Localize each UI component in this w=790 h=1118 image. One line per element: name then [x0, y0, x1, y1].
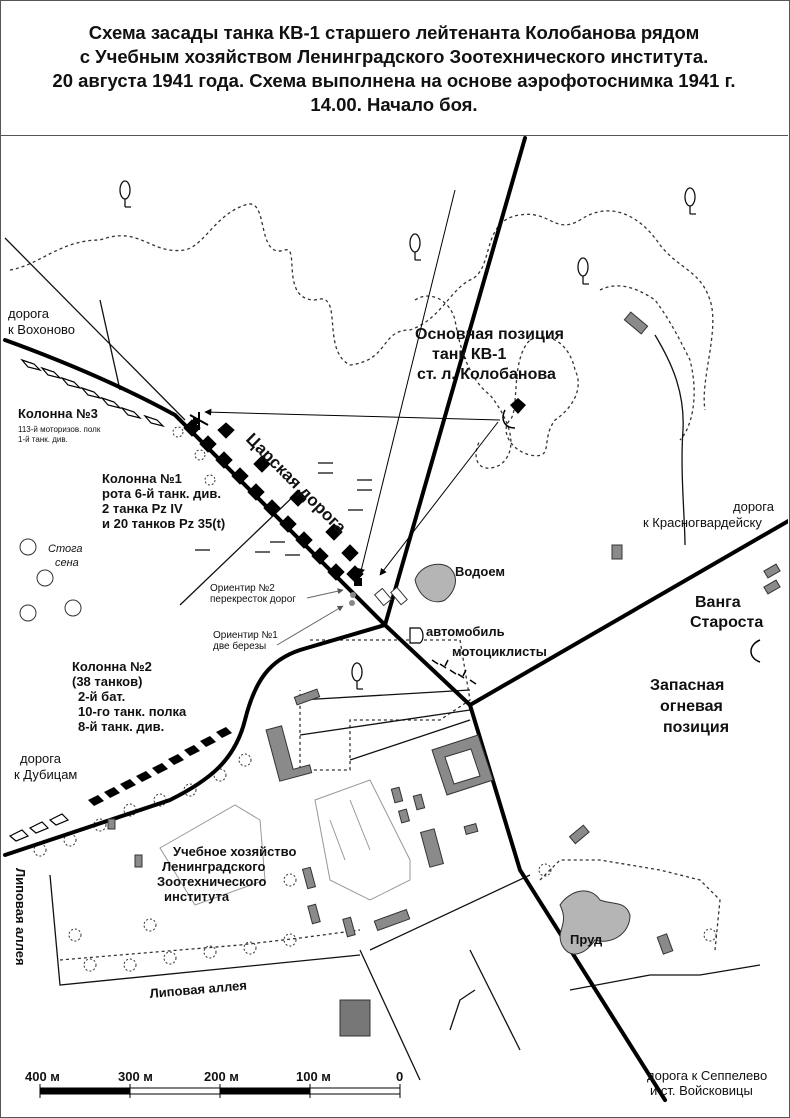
label-car: автомобиль: [426, 624, 505, 639]
label-reserve-2: огневая: [660, 698, 723, 715]
label-column-1: Колонна №1: [102, 471, 182, 486]
label-column-2-line4: 10-го танк. полка: [78, 704, 187, 719]
label-column-3-sub2: 1-й танк. див.: [18, 435, 68, 444]
ambush-map: дорога к Вохоново Основная позиция танк …: [3, 136, 788, 1102]
label-column-1-line3: 2 танка Pz IV: [102, 501, 183, 516]
tsar-road-markers: [183, 419, 364, 583]
label-main-position-2: танк КВ-1: [432, 346, 507, 363]
hay-stacks: [19, 538, 82, 622]
scale-400: 400 м: [25, 1069, 60, 1084]
field-marks: [195, 462, 372, 556]
label-reserve-3: позиция: [663, 719, 729, 736]
fire-lines: [204, 189, 501, 576]
water-body: [414, 563, 631, 955]
label-reserve-1: Запасная: [650, 677, 724, 694]
label-column-2-line2: (38 танков): [72, 674, 142, 689]
label-main-position-1: Основная позиция: [415, 326, 564, 343]
label-road-dubitsy-2: к Дубицам: [14, 767, 77, 782]
label-vanga-2: Староста: [690, 614, 763, 631]
field-outlines: [159, 779, 411, 906]
label-linden-horizontal: Липовая аллея: [149, 978, 247, 1001]
label-column-3: Колонна №3: [18, 406, 98, 421]
label-column-3-sub1: 113-й моторизов. полк: [18, 425, 101, 434]
label-pond: Пруд: [570, 932, 603, 947]
scale-100: 100 м: [296, 1069, 331, 1084]
label-farm-2: Ленинградского: [162, 859, 265, 874]
label-motorcyclists: мотоциклисты: [452, 644, 547, 659]
label-vanga-1: Ванга: [695, 594, 741, 611]
label-road-seplevo-2: и ст. Войсковицы: [650, 1083, 753, 1098]
major-roads: [3, 136, 788, 1102]
label-hay-2: сена: [55, 557, 79, 569]
forest-boundaries: [9, 203, 721, 961]
label-road-krasno-2: к Красногвардейску: [643, 515, 762, 530]
buildings: [107, 311, 781, 1037]
column-2-tanks: [88, 727, 232, 806]
scale-0: 0: [396, 1069, 403, 1084]
label-linden-vertical: Липовая аллея: [13, 868, 28, 966]
label-road-vokhonovo-2: к Вохоново: [8, 322, 75, 337]
column-2-trucks: [8, 813, 70, 842]
kv1-reserve-position: [750, 639, 761, 663]
label-landmark-1-2: две березы: [213, 640, 266, 652]
label-road-vokhonovo-1: дорога: [8, 306, 50, 321]
label-landmark-1-1: Ориентир №1: [213, 630, 278, 641]
small-outbuildings: [373, 586, 408, 607]
label-column-2: Колонна №2: [72, 659, 152, 674]
title-line-4: 14.00. Начало боя.: [310, 94, 478, 115]
label-farm-3: Зоотехнического: [157, 874, 267, 889]
label-hay-1: Стога: [48, 543, 83, 555]
kv1-main-position: [502, 398, 526, 429]
label-tsar-road: Царская дорога: [242, 429, 350, 537]
label-water: Водоем: [455, 564, 505, 579]
label-road-seplevo-1: дорога к Сеппелево: [647, 1068, 767, 1083]
crossroad-markers: [189, 412, 362, 606]
label-farm-4: института: [164, 889, 230, 904]
label-column-1-line4: и 20 танков Pz 35(t): [102, 516, 225, 531]
title-block: Схема засады танка КВ-1 старшего лейтена…: [0, 0, 788, 136]
label-column-1-line2: рота 6-й танк. див.: [102, 486, 221, 501]
landmark-pointers: [276, 588, 344, 646]
scale-300: 300 м: [118, 1069, 153, 1084]
scale-bar: 400 м 300 м 200 м 100 м 0: [25, 1069, 403, 1098]
title-line-3: 20 августа 1941 года. Схема выполнена на…: [52, 70, 736, 91]
car-icon: [409, 627, 424, 644]
title-line-1: Схема засады танка КВ-1 старшего лейтена…: [88, 22, 700, 43]
label-road-dubitsy-1: дорога: [20, 751, 62, 766]
label-farm-1: Учебное хозяйство: [173, 844, 296, 859]
label-road-krasno-1: дорога: [733, 499, 775, 514]
label-main-position-3: ст. л. Колобанова: [417, 366, 556, 383]
scale-200: 200 м: [204, 1069, 239, 1084]
minor-roads: [4, 237, 761, 1081]
title-line-2: с Учебным хозяйством Ленинградского Зоот…: [79, 46, 709, 67]
label-landmark-2-1: Ориентир №2: [210, 583, 275, 594]
motorcyclists: [431, 659, 477, 685]
label-column-2-line3: 2-й бат.: [78, 689, 125, 704]
label-column-2-line5: 8-й танк. див.: [78, 719, 164, 734]
tree-icon: [119, 180, 696, 690]
label-landmark-2-2: перекресток дорог: [210, 594, 296, 605]
column-3-vehicles: [20, 358, 165, 428]
